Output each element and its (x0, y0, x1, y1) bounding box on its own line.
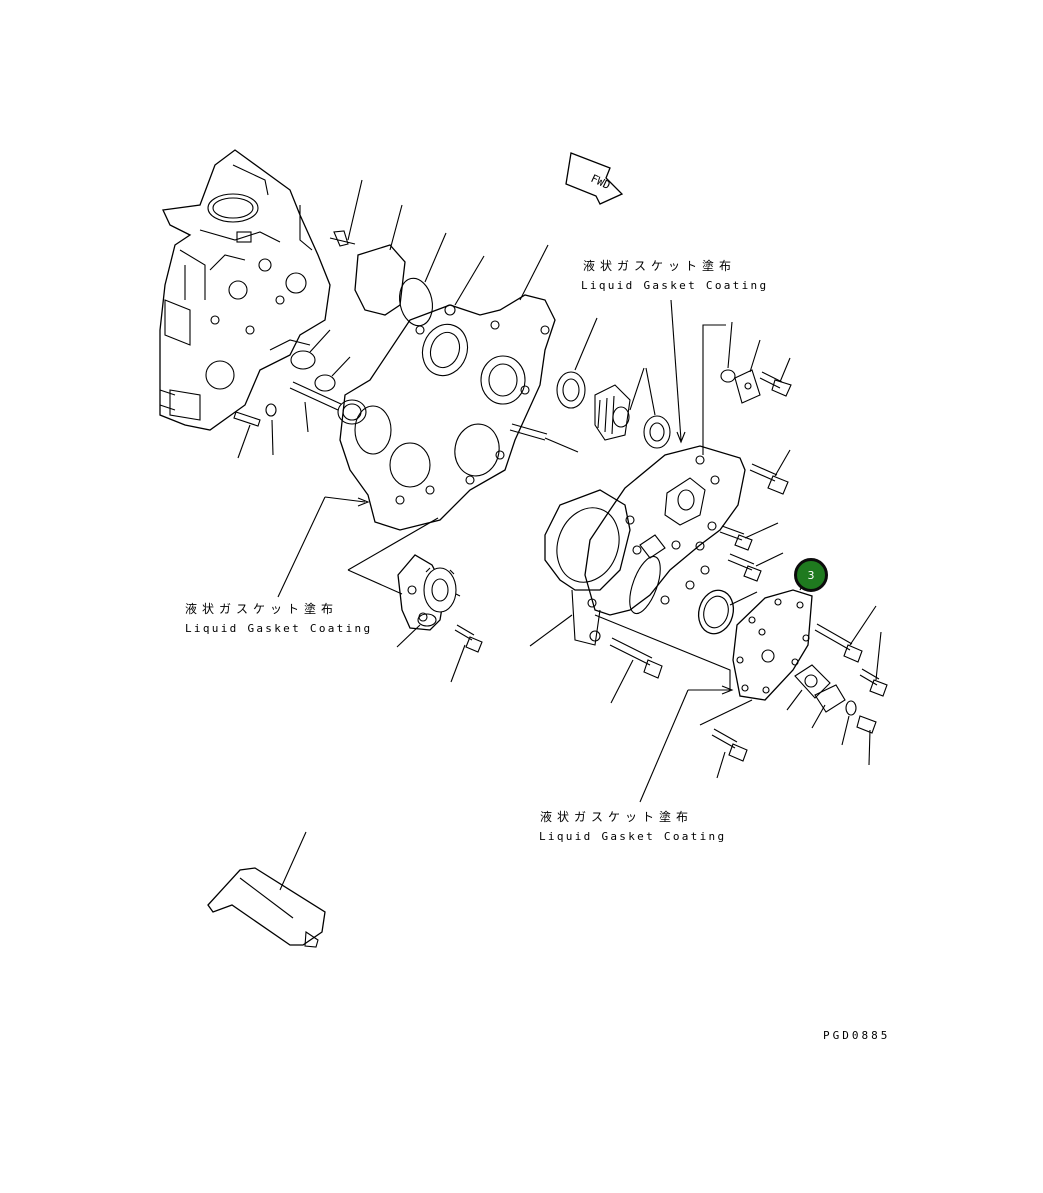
gasket-note-en-top: Liquid Gasket Coating (581, 279, 769, 292)
engine-block (159, 149, 331, 459)
top-cover-group (289, 179, 485, 433)
top-right-parts (720, 321, 792, 495)
gasket-note-jp-bottom: 液状ガスケット塗布 (540, 810, 694, 824)
callout-number: 3 (807, 568, 815, 582)
oil-seal (697, 589, 758, 635)
front-cover (584, 299, 746, 616)
oil-pump (347, 554, 483, 683)
gasket-tube (207, 831, 326, 948)
cover-plate (639, 569, 888, 803)
part-code: PGD0885 (823, 1029, 891, 1042)
fwd-arrow: FWD (565, 152, 624, 205)
flywheel-housing (529, 489, 731, 690)
gasket-note-en-left: Liquid Gasket Coating (185, 622, 373, 635)
gear-case (277, 244, 579, 598)
gasket-note-jp-left: 液状ガスケット塗布 (185, 602, 339, 616)
fwd-label: FWD (589, 172, 613, 192)
gasket-note-en-bottom: Liquid Gasket Coating (539, 830, 727, 843)
gasket-note-jp-top: 液状ガスケット塗布 (583, 259, 737, 273)
bearings-gear (556, 317, 671, 449)
callout-marker-3[interactable]: 3 (794, 558, 828, 592)
bolts-middle (609, 522, 784, 704)
